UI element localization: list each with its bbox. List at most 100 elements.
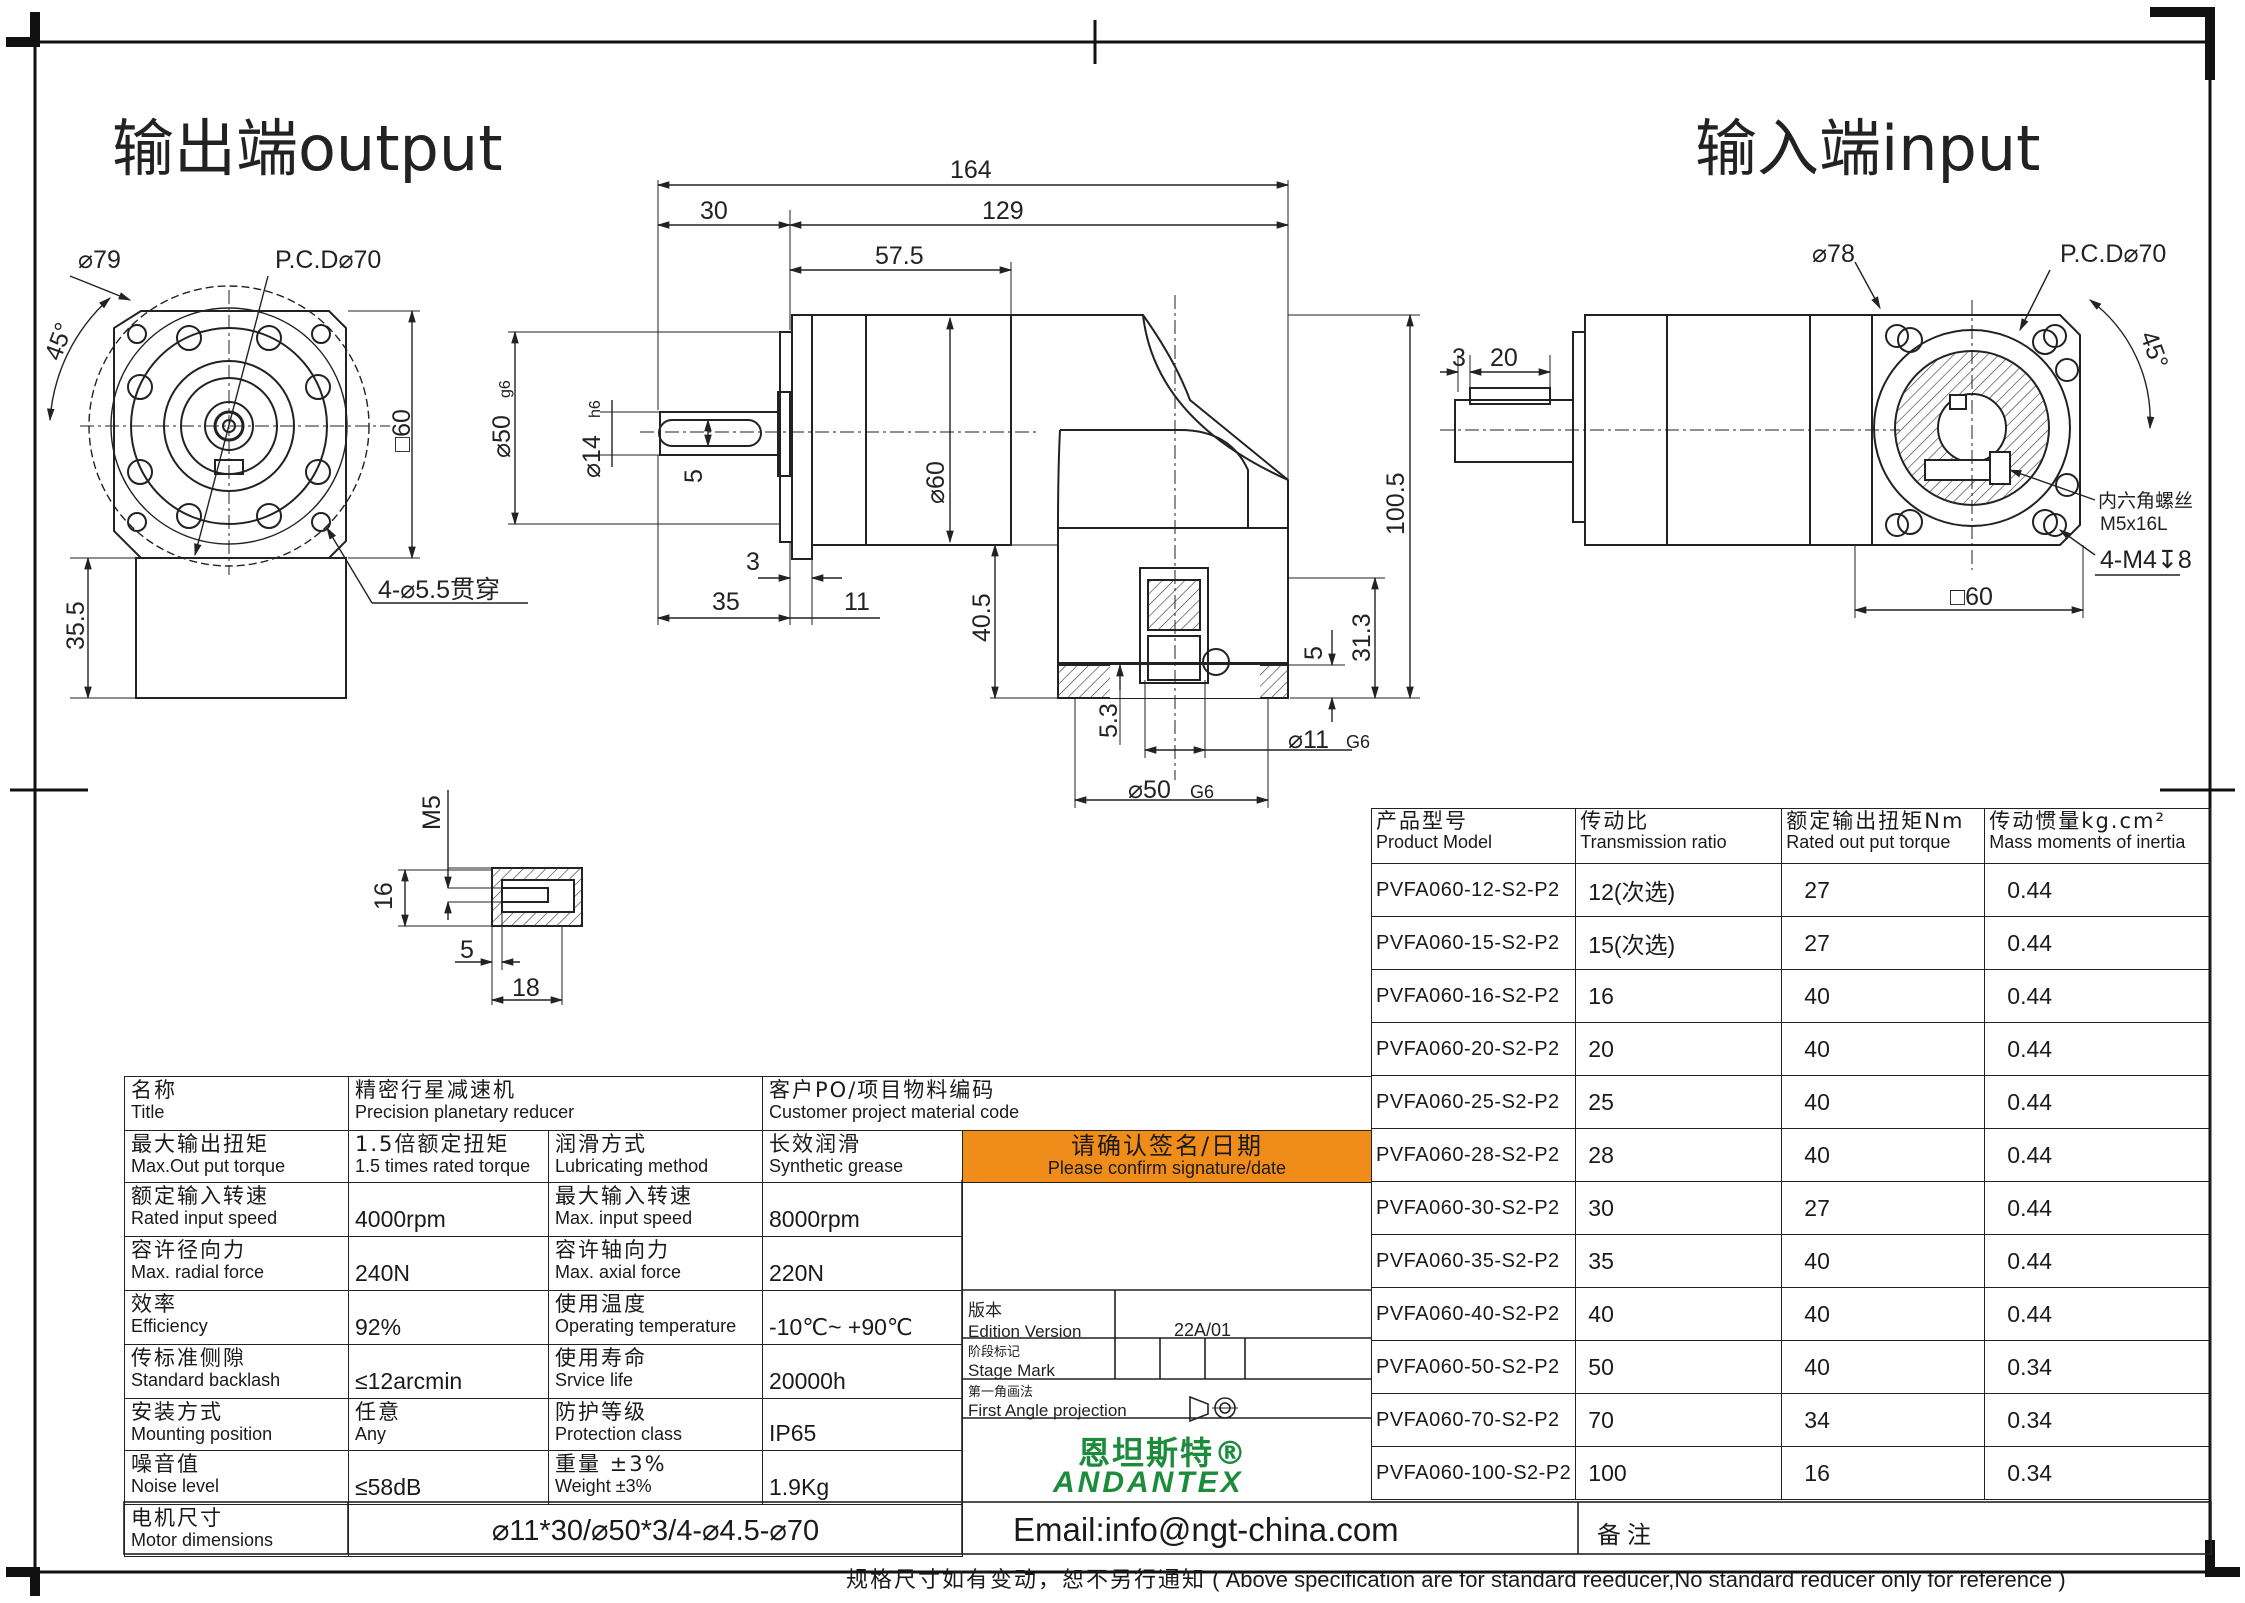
key-detail bbox=[398, 790, 583, 1005]
ratio-cell: 28 bbox=[1575, 1128, 1783, 1182]
torque-cell: 16 bbox=[1781, 1446, 1986, 1500]
label-d11-g6: G6 bbox=[1346, 732, 1370, 752]
torque-cell: 40 bbox=[1781, 1340, 1986, 1394]
model-cell: PVFA060-12-S2-P2 bbox=[1370, 863, 1577, 917]
noise-value: ≤58dB bbox=[348, 1450, 549, 1505]
ratio-cell: 40 bbox=[1575, 1287, 1783, 1341]
model-cell: PVFA060-40-S2-P2 bbox=[1370, 1287, 1577, 1341]
label-d14: ⌀14 bbox=[578, 435, 606, 478]
label-screw: M5x16L bbox=[2100, 514, 2168, 535]
input-heading: 输入端input bbox=[1695, 112, 2040, 185]
temperature-value: -10℃~ +90℃ bbox=[762, 1290, 963, 1345]
torque-cell: 40 bbox=[1781, 1022, 1986, 1076]
label-57-5: 57.5 bbox=[875, 242, 924, 270]
model-cell: PVFA060-28-S2-P2 bbox=[1370, 1128, 1577, 1182]
label-output-holes: 4-⌀5.5贯穿 bbox=[378, 576, 500, 604]
label-35: 35 bbox=[712, 588, 740, 616]
ratio-cell: 12(次选) bbox=[1575, 863, 1783, 917]
efficiency-value: 92% bbox=[348, 1290, 549, 1345]
inertia-cell: 0.44 bbox=[1984, 916, 2212, 970]
model-cell: PVFA060-25-S2-P2 bbox=[1370, 1075, 1577, 1129]
key-detail-labels: M5 16 5 18 bbox=[370, 795, 540, 1002]
label-input-key-3: 3 bbox=[1452, 344, 1466, 372]
label-16: 16 bbox=[370, 882, 398, 910]
backlash-value: ≤12arcmin bbox=[348, 1344, 549, 1399]
label-129: 129 bbox=[982, 197, 1024, 225]
protection-value: IP65 bbox=[762, 1398, 963, 1451]
model-cell: PVFA060-20-S2-P2 bbox=[1370, 1022, 1577, 1076]
inertia-cell: 0.44 bbox=[1984, 1181, 2212, 1235]
label-18: 18 bbox=[512, 974, 540, 1002]
brand-logo-zh: 恩坦斯特® bbox=[1078, 1434, 1249, 1472]
weight-value: 1.9Kg bbox=[762, 1450, 963, 1505]
inertia-cell: 0.44 bbox=[1984, 1022, 2212, 1076]
label-input-square60: □60 bbox=[1950, 583, 1993, 611]
label-g6: g6 bbox=[497, 380, 514, 398]
weight-label: 重量 ±3%Weight ±3% bbox=[548, 1450, 763, 1505]
radial-force-value: 240N bbox=[348, 1236, 549, 1291]
inertia-cell: 0.44 bbox=[1984, 1128, 2212, 1182]
inertia-cell: 0.44 bbox=[1984, 863, 2212, 917]
label-detail-5: 5 bbox=[460, 936, 474, 964]
model-cell: PVFA060-35-S2-P2 bbox=[1370, 1234, 1577, 1288]
torque-cell: 40 bbox=[1781, 969, 1986, 1023]
ratio-cell: 16 bbox=[1575, 969, 1783, 1023]
contact-email[interactable]: Email:info@ngt-china.com bbox=[1013, 1511, 1399, 1548]
ratio-cell: 20 bbox=[1575, 1022, 1783, 1076]
ratio-cell: 35 bbox=[1575, 1234, 1783, 1288]
motor-dim-value: ⌀11*30/⌀50*3/4-⌀4.5-⌀70 bbox=[348, 1504, 963, 1557]
torque-cell: 40 bbox=[1781, 1234, 1986, 1288]
ratio-cell: 30 bbox=[1575, 1181, 1783, 1235]
label-output-45: 45° bbox=[39, 319, 78, 364]
max-speed-value: 8000rpm bbox=[762, 1182, 963, 1237]
signature-area[interactable] bbox=[962, 1182, 1372, 1505]
label-input-key-20: 20 bbox=[1490, 344, 1518, 372]
inertia-cell: 0.34 bbox=[1984, 1446, 2212, 1500]
label-d50: ⌀50 bbox=[488, 415, 516, 458]
label-d50-g6: G6 bbox=[1190, 782, 1214, 802]
output-heading: 输出端output bbox=[112, 112, 503, 185]
input-face-labels: ⌀78 P.C.D⌀70 45° 3 20 □60 内六角螺丝 M5x16L 4… bbox=[1452, 240, 2193, 611]
label-100-5: 100.5 bbox=[1382, 472, 1410, 535]
axial-force-value: 220N bbox=[762, 1236, 963, 1291]
inertia-cell: 0.44 bbox=[1984, 1234, 2212, 1288]
model-cell: PVFA060-50-S2-P2 bbox=[1370, 1340, 1577, 1394]
output-face-labels: ⌀79 P.C.D⌀70 45° □60 4-⌀5.5贯穿 35.5 bbox=[39, 246, 500, 650]
label-output-d79: ⌀79 bbox=[78, 246, 121, 274]
torque-cell: 27 bbox=[1781, 1181, 1986, 1235]
torque-cell: 40 bbox=[1781, 1075, 1986, 1129]
ratio-cell: 70 bbox=[1575, 1393, 1783, 1447]
label-5-right: 5 bbox=[1300, 646, 1328, 660]
label-30: 30 bbox=[700, 197, 728, 225]
label-tap: 4-M4↧8 bbox=[2100, 546, 2192, 574]
model-cell: PVFA060-100-S2-P2 bbox=[1370, 1446, 1577, 1500]
